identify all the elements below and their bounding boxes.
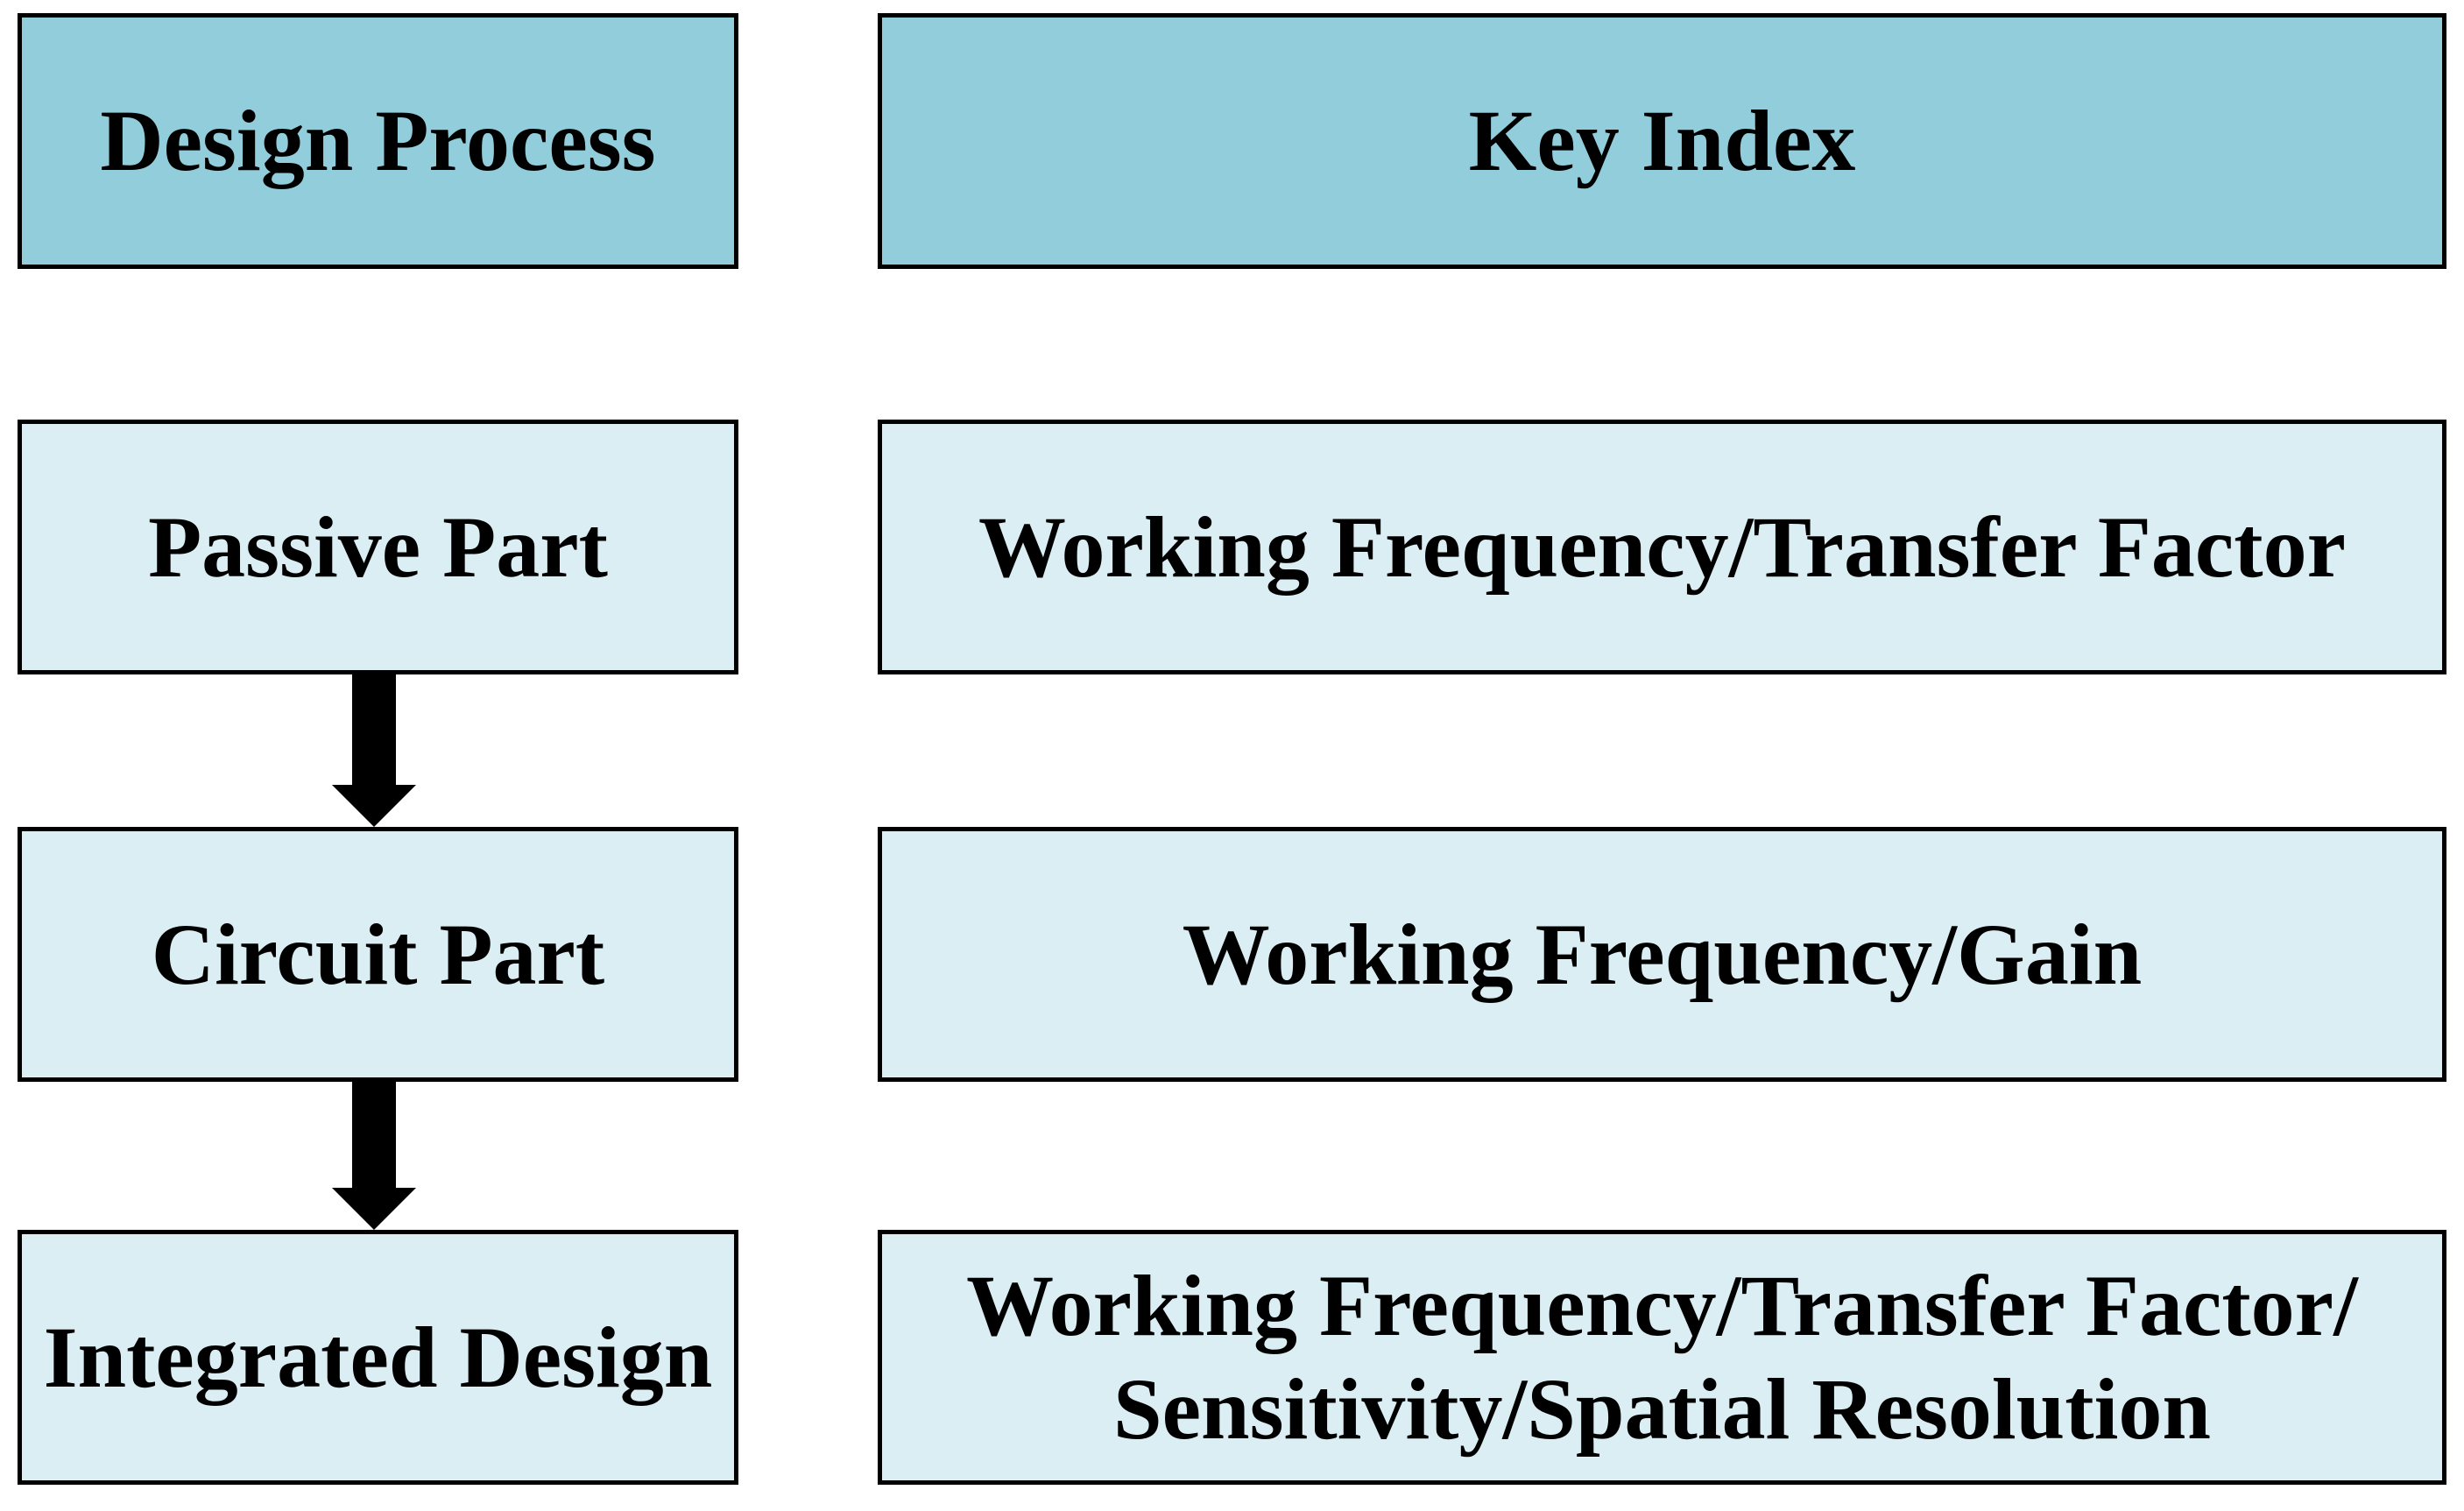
passive-part-box: Passive Part bbox=[18, 420, 738, 674]
passive-part-key-index-label: Working Frequency/Transfer Factor bbox=[978, 498, 2346, 596]
circuit-part-label: Circuit Part bbox=[151, 905, 605, 1003]
passive-part-key-index-box: Working Frequency/Transfer Factor bbox=[878, 420, 2446, 674]
arrow-down-icon bbox=[332, 1082, 416, 1230]
integrated-design-key-index-line1: Working Frequency/Transfer Factor/ bbox=[966, 1256, 2358, 1354]
circuit-part-box: Circuit Part bbox=[18, 827, 738, 1082]
key-index-header-box: Key Index bbox=[878, 13, 2446, 269]
arrow-down-icon bbox=[332, 674, 416, 827]
design-process-header-label: Design Process bbox=[100, 92, 656, 189]
key-index-header-label: Key Index bbox=[1468, 92, 1856, 189]
integrated-design-key-index-line2: Sensitivity/Spatial Resolution bbox=[1113, 1359, 2211, 1458]
circuit-part-key-index-label: Working Frequency/Gain bbox=[1182, 905, 2143, 1003]
passive-part-label: Passive Part bbox=[148, 498, 608, 596]
circuit-part-key-index-box: Working Frequency/Gain bbox=[878, 827, 2446, 1082]
integrated-design-label: Integrated Design bbox=[43, 1308, 713, 1406]
integrated-design-key-index-label: Working Frequency/Transfer Factor/ Sensi… bbox=[966, 1254, 2358, 1461]
design-process-header-box: Design Process bbox=[18, 13, 738, 269]
integrated-design-box: Integrated Design bbox=[18, 1230, 738, 1485]
integrated-design-key-index-box: Working Frequency/Transfer Factor/ Sensi… bbox=[878, 1230, 2446, 1485]
